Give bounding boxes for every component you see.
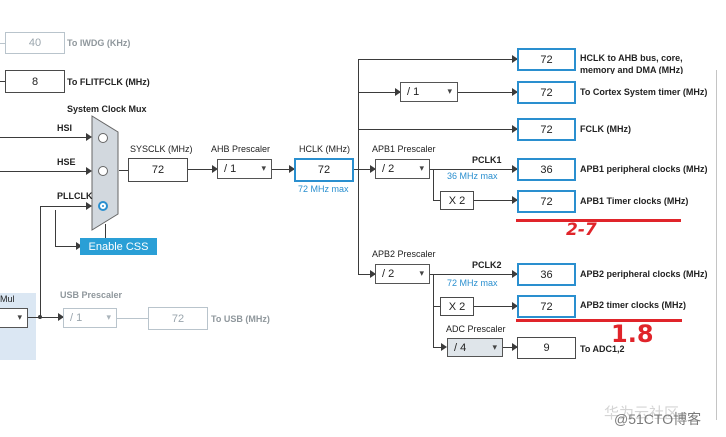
apb2-prescaler-value: / 2 bbox=[382, 268, 395, 280]
ahb-prescaler-select[interactable]: / 1 ▾ bbox=[217, 159, 272, 179]
chevron-down-icon: ▾ bbox=[106, 311, 111, 322]
chevron-down-icon: ▾ bbox=[492, 341, 497, 352]
cortex-timer-label: To Cortex System timer (MHz) bbox=[580, 87, 708, 97]
apb1-timer-output[interactable]: 72 bbox=[517, 190, 576, 213]
pll-mul-label: Mul bbox=[0, 294, 15, 304]
iwdg-label: To IWDG (KHz) bbox=[67, 38, 131, 48]
pclk1-label: PCLK1 bbox=[472, 155, 502, 165]
mux-title: System Clock Mux bbox=[67, 104, 147, 114]
pclk2-max: 72 MHz max bbox=[447, 278, 498, 288]
apb2-timer-label: APB2 timer clocks (MHz) bbox=[580, 300, 687, 310]
usb-prescaler-value: / 1 bbox=[70, 312, 83, 324]
ahb-bus-label: HCLK to AHB bus, core, memory and DMA (M… bbox=[580, 53, 684, 74]
usb-output-label: To USB (MHz) bbox=[211, 314, 270, 324]
apb1-timer-multiplier: X 2 bbox=[440, 191, 474, 210]
chevron-down-icon: ▾ bbox=[261, 162, 266, 173]
apb1-periph-output[interactable]: 36 bbox=[517, 158, 576, 181]
annotation-underline-1 bbox=[516, 219, 681, 222]
usb-prescaler-label: USB Prescaler bbox=[60, 290, 123, 300]
flitf-output: 8 bbox=[5, 70, 65, 93]
pllclk-label: PLLCLK bbox=[57, 191, 93, 201]
mux-radio-pllclk[interactable] bbox=[98, 201, 108, 211]
annotation-underline-2 bbox=[516, 319, 682, 322]
adc-prescaler-select[interactable]: / 4 ▾ bbox=[447, 338, 503, 357]
apb1-label: APB1 Prescaler bbox=[372, 144, 436, 154]
cortex-divider-select[interactable]: / 1 ▾ bbox=[400, 82, 458, 102]
cortex-timer-output[interactable]: 72 bbox=[517, 81, 576, 104]
fclk-output[interactable]: 72 bbox=[517, 118, 576, 141]
pclk2-label: PCLK2 bbox=[472, 260, 502, 270]
pclk1-max: 36 MHz max bbox=[447, 171, 498, 181]
apb2-timer-multiplier: X 2 bbox=[440, 297, 474, 316]
apb1-timer-label: APB1 Timer clocks (MHz) bbox=[580, 196, 689, 206]
sysclk-label: SYSCLK (MHz) bbox=[130, 144, 193, 154]
annotation-text-1: 2-7 bbox=[566, 220, 597, 240]
adc-label: To ADC1,2 bbox=[580, 344, 625, 354]
hclk-max: 72 MHz max bbox=[298, 184, 349, 194]
apb1-prescaler-select[interactable]: / 2 ▾ bbox=[375, 159, 430, 179]
junction-dot bbox=[38, 315, 42, 319]
watermark-bg: 华为云社区 bbox=[604, 405, 680, 422]
hclk-input[interactable]: 72 bbox=[294, 158, 354, 182]
chevron-down-icon: ▾ bbox=[447, 85, 452, 96]
usb-prescaler-select[interactable]: / 1 ▾ bbox=[63, 308, 117, 328]
apb2-periph-label: APB2 peripheral clocks (MHz) bbox=[580, 269, 708, 279]
apb2-periph-output[interactable]: 36 bbox=[517, 263, 576, 286]
adc-output: 9 bbox=[517, 337, 576, 359]
ahb-prescaler-value: / 1 bbox=[224, 163, 237, 175]
apb1-periph-label: APB1 peripheral clocks (MHz) bbox=[580, 164, 708, 174]
watermark: @51CTO博客 bbox=[614, 411, 702, 427]
ahb-label: AHB Prescaler bbox=[211, 144, 271, 154]
chevron-down-icon: ▾ bbox=[419, 162, 424, 173]
hse-label: HSE bbox=[57, 157, 76, 167]
hsi-label: HSI bbox=[57, 123, 73, 133]
annotation-text-2: 1.8 bbox=[611, 320, 654, 348]
ahb-bus-output[interactable]: 72 bbox=[517, 48, 576, 71]
fclk-label: FCLK (MHz) bbox=[580, 124, 631, 134]
pll-mul-select[interactable]: ▾ bbox=[0, 308, 28, 328]
apb2-prescaler-select[interactable]: / 2 ▾ bbox=[375, 264, 430, 284]
adc-prescaler-label: ADC Prescaler bbox=[446, 324, 506, 334]
iwdg-output: 40 bbox=[5, 32, 65, 54]
apb2-label: APB2 Prescaler bbox=[372, 249, 436, 259]
sysclk-value: 72 bbox=[128, 158, 188, 182]
cortex-divider-value: / 1 bbox=[407, 86, 420, 98]
mux-radio-hsi[interactable] bbox=[98, 133, 108, 143]
enable-css-label: Enable CSS bbox=[88, 240, 149, 253]
apb1-prescaler-value: / 2 bbox=[382, 163, 395, 175]
usb-output: 72 bbox=[148, 307, 208, 330]
adc-prescaler-value: / 4 bbox=[454, 341, 467, 354]
chevron-down-icon: ▾ bbox=[419, 267, 424, 278]
mux-radio-hse[interactable] bbox=[98, 166, 108, 176]
flitf-label: To FLITFCLK (MHz) bbox=[67, 77, 150, 87]
hclk-label: HCLK (MHz) bbox=[299, 144, 350, 154]
apb2-timer-output[interactable]: 72 bbox=[517, 295, 576, 318]
enable-css-button[interactable]: Enable CSS bbox=[80, 238, 157, 255]
